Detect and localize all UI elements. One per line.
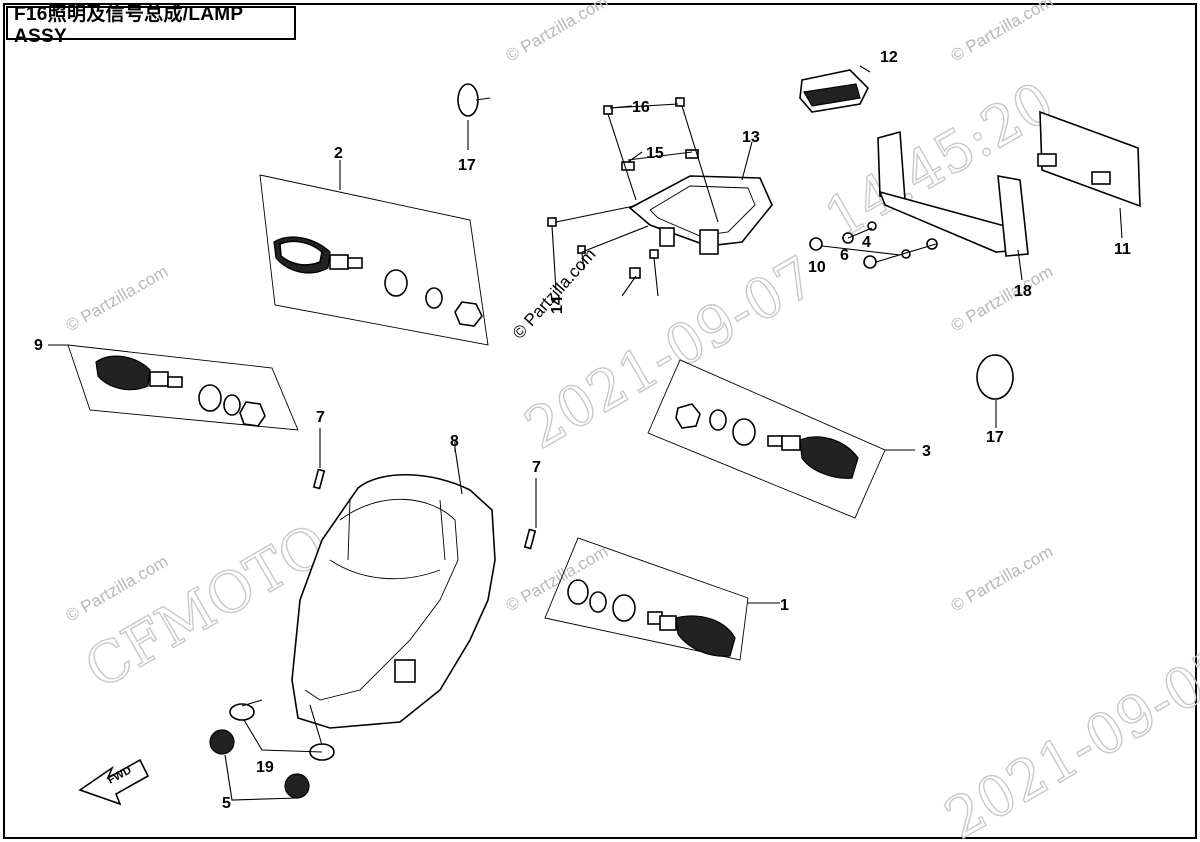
turn-signal-front-left (67, 344, 299, 431)
callout-6: 6 (840, 247, 849, 264)
headlight-assembly (291, 447, 496, 729)
watermark-date: 2021-09-07 (935, 634, 1200, 842)
callout-14: 14 (549, 296, 566, 314)
clips (312, 428, 537, 550)
callout-13: 13 (742, 129, 760, 146)
callout-7: 7 (316, 409, 325, 426)
callout-19: 19 (256, 759, 274, 776)
watermark-site: © Partzilla.com (948, 542, 1057, 616)
diagram-border (3, 3, 1197, 839)
callout-7: 7 (532, 459, 541, 476)
callout-8: 8 (450, 433, 459, 450)
watermark-site: © Partzilla.com (503, 0, 612, 65)
callout-17: 17 (458, 157, 476, 174)
leader-lines (48, 65, 915, 604)
fasteners-upper (547, 97, 719, 297)
callout-3: 3 (922, 443, 931, 460)
callout-4: 4 (862, 234, 871, 251)
callout-labels: 1 2 3 4 5 6 7 7 8 9 10 11 12 13 14 15 16… (34, 49, 1131, 812)
callout-2: 2 (334, 145, 343, 162)
callout-11: 11 (1114, 241, 1131, 258)
fwd-arrow-icon: FWD (78, 758, 150, 806)
callout-12: 12 (880, 49, 898, 66)
callout-9: 9 (34, 337, 43, 354)
reflector-small (799, 69, 869, 113)
meter-bracket (628, 141, 773, 255)
callout-10: 10 (808, 259, 826, 276)
turn-signal-rear-left (259, 174, 489, 346)
watermark-site: © Partzilla.com (948, 262, 1057, 336)
turn-signal-front-right (544, 537, 749, 661)
watermark-site: © Partzilla.com (63, 262, 172, 336)
callout-15: 15 (646, 145, 664, 162)
diagram-title: F16照明及信号总成/LAMP ASSY (6, 4, 296, 47)
watermark-site: © Partzilla.com (948, 0, 1057, 65)
turn-signal-rear-right (647, 359, 886, 519)
bulb-sockets (209, 699, 335, 801)
callout-5: 5 (222, 795, 231, 812)
callout-1: 1 (780, 597, 789, 614)
callout-16: 16 (632, 99, 650, 116)
plate-bracket (809, 110, 1141, 281)
callout-17: 17 (986, 429, 1004, 446)
caps (457, 83, 1014, 428)
callout-18: 18 (1014, 283, 1032, 300)
